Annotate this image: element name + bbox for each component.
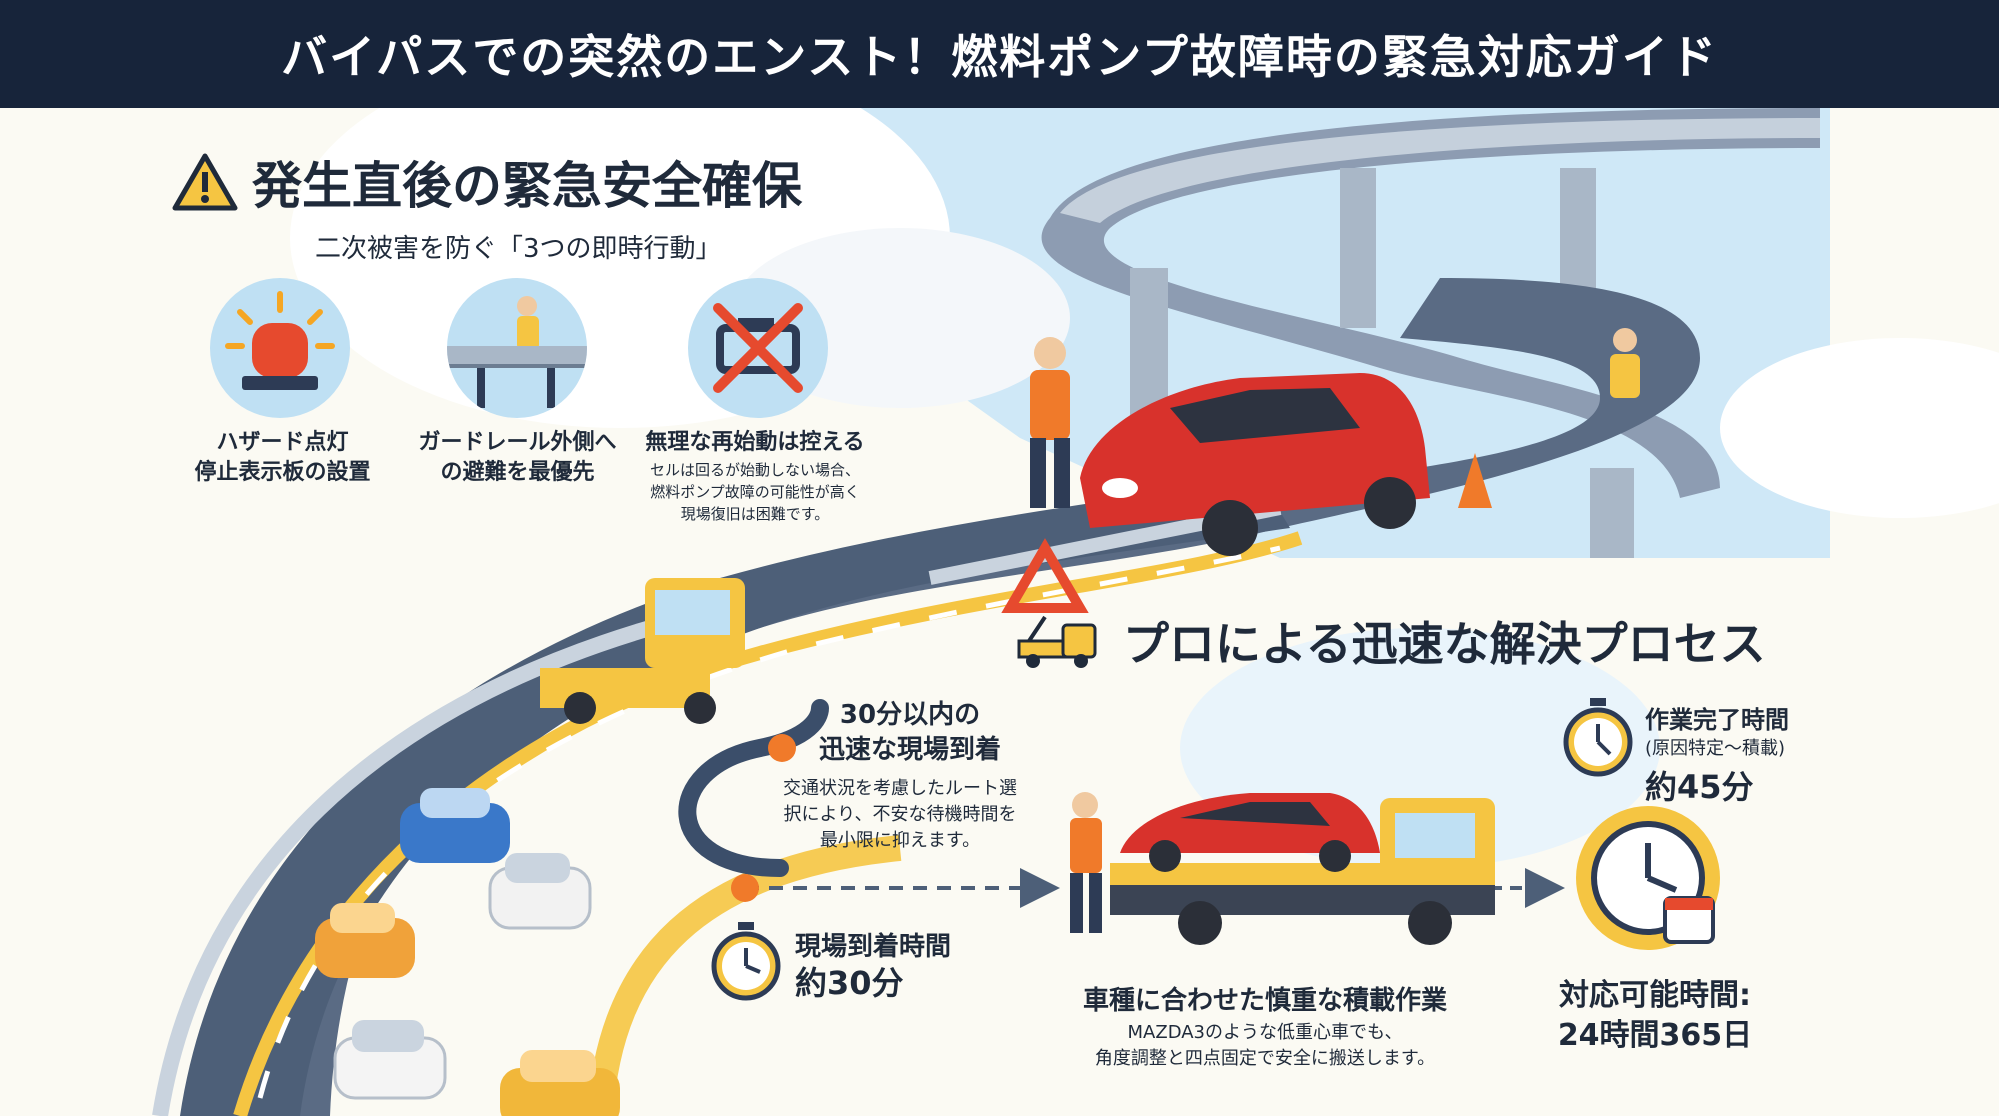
highway-illustration xyxy=(152,108,1999,1116)
action-hazard-line1: ハザード点灯 xyxy=(216,430,349,455)
guardrail-person-icon xyxy=(447,278,587,418)
availability-value: 24時間365日 xyxy=(1557,1018,1753,1053)
process-heading: プロによる迅速な解決プロセス xyxy=(1123,617,1766,671)
illustration-scene: 発生直後の緊急安全確保 二次被害を防ぐ「3つの即時行動」 ハザード点灯 停止表示… xyxy=(0,108,1999,1116)
stopwatch-icon xyxy=(711,922,781,1001)
loading-note-line1: MAZDA3のような低重心車でも、 xyxy=(1127,1022,1403,1043)
arrival-note-line2: 択により、不安な待機時間を xyxy=(783,804,1017,826)
arrival-note: 交通状況を考慮したルート選 択により、不安な待機時間を 最小限に抑えます。 xyxy=(760,776,1040,854)
safety-heading-row: 発生直後の緊急安全確保 xyxy=(172,146,802,218)
arrival-time-value: 約30分 xyxy=(795,964,904,1002)
safety-subheading: 二次被害を防ぐ「3つの即時行動」 xyxy=(315,234,722,264)
warning-icon xyxy=(172,153,238,211)
action-hazard-label: ハザード点灯 停止表示板の設置 xyxy=(175,428,390,487)
arrival-time-label: 現場到着時間 xyxy=(795,932,952,962)
safety-heading: 発生直後の緊急安全確保 xyxy=(252,157,802,215)
action-evacuate-line1: ガードレール外側へ xyxy=(418,430,617,455)
arrival-title: 30分以内の 迅速な現場到着 xyxy=(800,698,1020,768)
restart-note-line1: セルは回るが始動しない場合、 xyxy=(649,461,860,479)
arrival-title-line2: 迅速な現場到着 xyxy=(818,735,1001,766)
loading-title: 車種に合わせた慎重な積載作業 xyxy=(1082,986,1447,1016)
restart-note-line3: 現場復旧は困難です。 xyxy=(680,504,830,523)
no-engine-icon xyxy=(688,278,828,418)
availability-label: 対応可能時間: xyxy=(1559,978,1751,1013)
loading-note: MAZDA3のような低重心車でも、 角度調整と四点固定で安全に搬送します。 xyxy=(1035,1020,1495,1072)
action-restart-note: セルは回るが始動しない場合、 燃料ポンプ故障の可能性が高く 現場復旧は困難です。 xyxy=(635,460,875,525)
restart-note-line2: 燃料ポンプ故障の可能性が高く xyxy=(650,482,860,501)
completion-stopwatch-icon xyxy=(1563,698,1633,777)
arrival-note-line1: 交通状況を考慮したルート選 xyxy=(783,778,1017,799)
arrival-title-line1: 30分以内の xyxy=(839,700,981,730)
arrival-note-line3: 最小限に抑えます。 xyxy=(819,830,981,852)
completion-label: 作業完了時間 xyxy=(1645,706,1789,734)
action-hazard-line2: 停止表示板の設置 xyxy=(194,459,371,485)
tow-truck-icon xyxy=(1017,615,1097,668)
action-evacuate-label: ガードレール外側へ の避難を最優先 xyxy=(405,428,630,487)
process-heading-row: プロによる迅速な解決プロセス xyxy=(1015,608,1766,674)
page-title: バイパスでの突然のエンスト！燃料ポンプ故障時の緊急対応ガイド xyxy=(0,0,1999,108)
completion-sub: (原因特定～積載) xyxy=(1645,738,1786,759)
action-restart-label: 無理な再始動は控える xyxy=(645,430,865,455)
loading-note-line2: 角度調整と四点固定で安全に搬送します。 xyxy=(1094,1048,1436,1070)
hazard-light-icon xyxy=(210,278,350,418)
completion-value: 約45分 xyxy=(1645,768,1754,806)
action-evacuate-line2: の避難を最優先 xyxy=(440,459,595,485)
